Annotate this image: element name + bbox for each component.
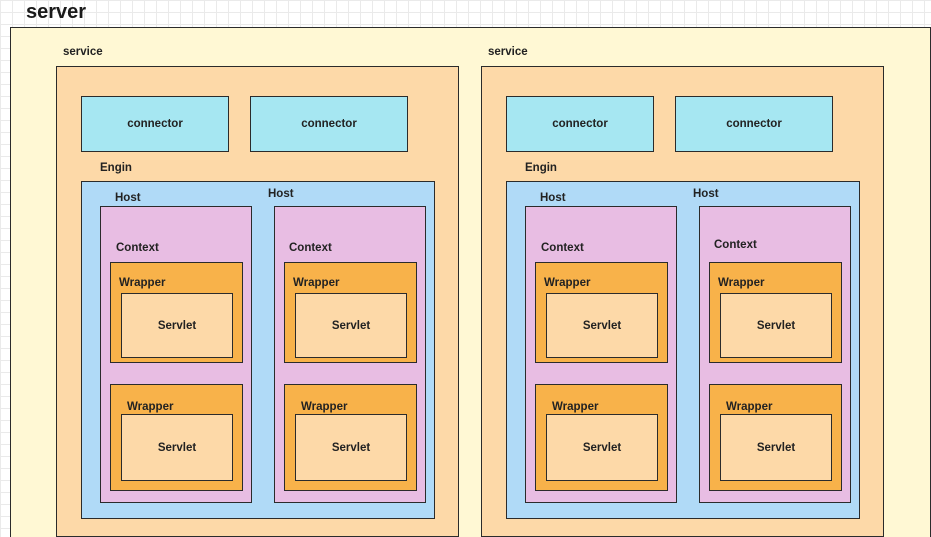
connector-box: connector [81, 96, 229, 152]
wrapper-label: Wrapper [726, 401, 773, 413]
servlet-label: Servlet [331, 441, 371, 454]
host-label: Host [693, 188, 719, 200]
wrapper-label: Wrapper [127, 401, 174, 413]
host-label: Host [115, 192, 141, 204]
servlet-box: Servlet [295, 414, 407, 481]
servlet-box: Servlet [121, 414, 233, 481]
servlet-box: Servlet [295, 293, 407, 358]
servlet-box: Servlet [720, 293, 832, 358]
host-label: Host [540, 192, 566, 204]
diagram-title: server [26, 1, 87, 23]
wrapper-label: Wrapper [293, 277, 340, 289]
connector-label: connector [301, 118, 357, 130]
engin-label: Engin [525, 162, 557, 174]
servlet-label: Servlet [582, 319, 622, 332]
wrapper-label: Wrapper [119, 277, 166, 289]
wrapper-label: Wrapper [301, 401, 348, 413]
servlet-box: Servlet [546, 293, 658, 358]
servlet-label: Servlet [756, 319, 796, 332]
servlet-label: Servlet [756, 441, 796, 454]
service-label: service [63, 46, 103, 58]
servlet-box: Servlet [720, 414, 832, 481]
connector-box: connector [675, 96, 833, 152]
servlet-label: Servlet [582, 441, 622, 454]
connector-label: connector [726, 118, 782, 130]
wrapper-label: Wrapper [544, 277, 591, 289]
servlet-label: Servlet [157, 319, 197, 332]
connector-label: connector [127, 118, 183, 130]
context-label: Context [116, 242, 159, 254]
servlet-label: Servlet [157, 441, 197, 454]
engin-label: Engin [100, 162, 132, 174]
servlet-box: Servlet [546, 414, 658, 481]
wrapper-label: Wrapper [552, 401, 599, 413]
connector-box: connector [250, 96, 408, 152]
servlet-box: Servlet [121, 293, 233, 358]
wrapper-label: Wrapper [718, 277, 765, 289]
host-label: Host [268, 188, 294, 200]
connector-box: connector [506, 96, 654, 152]
servlet-label: Servlet [331, 319, 371, 332]
context-label: Context [714, 239, 757, 251]
context-label: Context [289, 242, 332, 254]
service-label: service [488, 46, 528, 58]
context-label: Context [541, 242, 584, 254]
connector-label: connector [552, 118, 608, 130]
